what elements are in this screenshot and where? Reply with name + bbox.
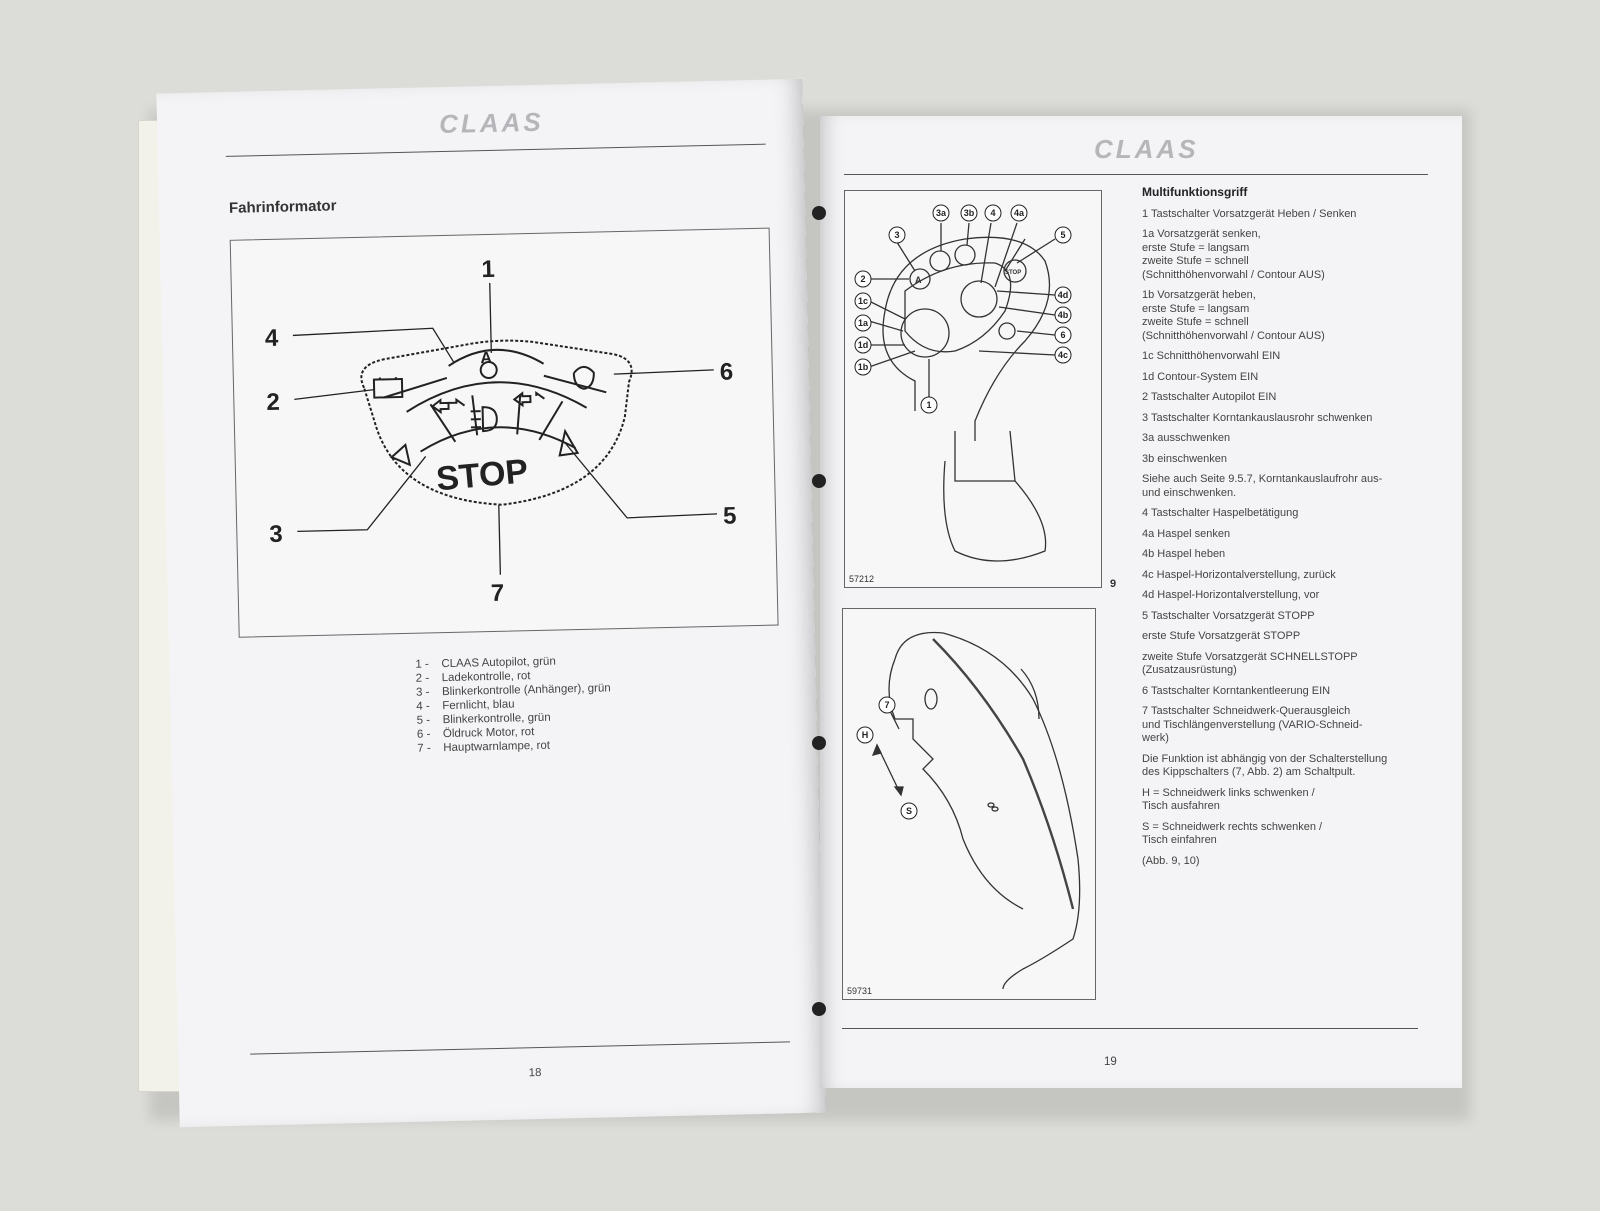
svg-text:2: 2	[860, 274, 865, 284]
description-item: 1d Contour-System EIN	[1142, 370, 1259, 383]
svg-text:1d: 1d	[858, 340, 869, 350]
description-item: 5 Tastschalter Vorsatzgerät STOPP	[1142, 609, 1315, 622]
svg-text:4d: 4d	[1058, 290, 1069, 300]
callout-1: 1	[481, 256, 495, 283]
description-item: 1a Vorsatzgerät senken, erste Stufe = la…	[1142, 228, 1325, 281]
callout-6: 6	[720, 358, 734, 385]
legend-row: 7 -Hauptwarnlampe, rot	[417, 739, 551, 755]
description-item: 3b einschwenken	[1142, 452, 1228, 465]
callout-4: 4	[984, 204, 1002, 222]
callout-1c: 1c	[854, 292, 872, 310]
svg-text:3: 3	[894, 230, 899, 240]
callout-6: 6	[1054, 326, 1072, 344]
callout-5: 5	[723, 502, 737, 529]
callout-5: 5	[1054, 226, 1072, 244]
callout-1d: 1d	[854, 336, 872, 354]
description-item: 3a ausschwenken	[1142, 432, 1231, 444]
svg-text:S: S	[906, 806, 912, 816]
multifunction-description: Multifunktionsgriff 1 Tastschalter Vorsa…	[1142, 185, 1442, 875]
svg-text:6: 6	[1060, 330, 1065, 340]
description-item: 4 Tastschalter Haspelbetätigung	[1142, 507, 1299, 519]
callout-3: 3	[269, 521, 283, 548]
figure-ref: 57212	[849, 574, 875, 584]
handle-side-view-figure: 7 H S 59731	[842, 608, 1096, 1000]
callout-7: 7	[878, 696, 896, 714]
callout-4: 4	[265, 325, 280, 352]
callout-4a: 4a	[1010, 204, 1028, 222]
svg-text:4b: 4b	[1058, 310, 1069, 320]
description-item: S = Schneidwerk rechts schwenken / Tisch…	[1142, 820, 1323, 847]
callout-1b: 1b	[854, 358, 872, 376]
punch-hole	[812, 1002, 826, 1016]
callout-1: 1	[920, 396, 938, 414]
claas-logo: CLAAS	[438, 106, 544, 140]
callout-1a: 1a	[854, 314, 872, 332]
svg-text:4: 4	[990, 208, 995, 218]
svg-text:7: 7	[884, 700, 889, 710]
svg-text:4c: 4c	[1058, 350, 1068, 360]
svg-text:4a: 4a	[1014, 208, 1025, 218]
handle-button-auto: A	[915, 275, 922, 285]
description-item: Die Funktion ist abhängig von der Schalt…	[1142, 752, 1388, 779]
description-item: 4b Haspel heben	[1142, 548, 1226, 560]
punch-hole	[812, 206, 826, 220]
description-item: 3 Tastschalter Korntankauslausrohr schwe…	[1142, 411, 1373, 424]
callout-3b: 3b	[960, 204, 978, 222]
callout-7: 7	[490, 580, 504, 607]
punch-hole	[812, 736, 826, 750]
description-item: (Abb. 9, 10)	[1142, 854, 1200, 867]
section-heading: Fahrinformator	[228, 197, 337, 217]
svg-text:H: H	[862, 730, 869, 740]
svg-text:1a: 1a	[858, 318, 869, 328]
description-item: 7 Tastschalter Schneidwerk-Querausgleich…	[1142, 705, 1363, 744]
multifunction-handle-figure: A STOP 3a 3b 4 4a 3 5 2 4d 1c 4b 1a 6 1d…	[844, 190, 1102, 588]
description-item: 6 Tastschalter Korntankentleerung EIN	[1142, 684, 1331, 697]
description-item: erste Stufe Vorsatzgerät STOPP	[1142, 630, 1301, 642]
section-title: Multifunktionsgriff	[1142, 185, 1248, 199]
page-number: 19	[1104, 1056, 1117, 1068]
description-item: Siehe auch Seite 9.5.7, Korntankauslaufr…	[1142, 473, 1383, 499]
callout-2: 2	[266, 389, 280, 416]
svg-text:3a: 3a	[936, 208, 947, 218]
callout-3a: 3a	[932, 204, 950, 222]
callout-4d: 4d	[1054, 286, 1072, 304]
punch-hole	[812, 474, 826, 488]
svg-text:1: 1	[926, 400, 931, 410]
description-item: 1 Tastschalter Vorsatzgerät Heben / Senk…	[1142, 207, 1357, 220]
description-item: 1b Vorsatzgerät heben, erste Stufe = lan…	[1142, 289, 1325, 342]
description-item: 1c Schnitthöhenvorwahl EIN	[1142, 350, 1281, 362]
svg-text:3b: 3b	[964, 208, 975, 218]
callout-2: 2	[854, 270, 872, 288]
callout-h: H	[856, 726, 874, 744]
footer-rule	[842, 1028, 1418, 1029]
footer-rule	[250, 1041, 791, 1055]
legend-list: 1 -CLAAS Autopilot, grün 2 -Ladekontroll…	[415, 653, 612, 755]
handle-button-stop: STOP	[1005, 270, 1021, 276]
description-item: 2 Tastschalter Autopilot EIN	[1142, 391, 1277, 403]
description-item: zweite Stufe Vorsatzgerät SCHNELLSTOPP (…	[1142, 650, 1358, 677]
svg-text:A: A	[480, 350, 492, 367]
description-item: H = Schneidwerk links schwenken / Tisch …	[1142, 786, 1315, 813]
description-item: 4c Haspel-Horizontalverstellung, zurück	[1142, 568, 1336, 581]
callout-s: S	[900, 802, 918, 820]
claas-logo: CLAAS	[1094, 134, 1199, 164]
svg-text:1b: 1b	[858, 362, 869, 372]
callout-4b: 4b	[1054, 306, 1072, 324]
svg-text:1c: 1c	[858, 296, 868, 306]
svg-text:5: 5	[1060, 230, 1065, 240]
left-page: CLAAS Fahrinformator	[156, 78, 826, 1128]
dashboard-panel-figure: A STOP 1 2 3 4 5 6 7	[229, 227, 779, 638]
header-rule	[844, 174, 1428, 175]
header-rule	[225, 143, 766, 157]
stop-label: STOP	[435, 452, 530, 498]
figure-ref: 59731	[847, 986, 873, 996]
callout-4c: 4c	[1054, 346, 1072, 364]
callout-3: 3	[888, 226, 906, 244]
description-item: 4a Haspel senken	[1142, 527, 1231, 540]
description-item: 4d Haspel-Horizontalverstellung, vor	[1142, 589, 1320, 601]
figure-number: 9	[1110, 578, 1117, 590]
page-number: 18	[528, 1066, 542, 1080]
